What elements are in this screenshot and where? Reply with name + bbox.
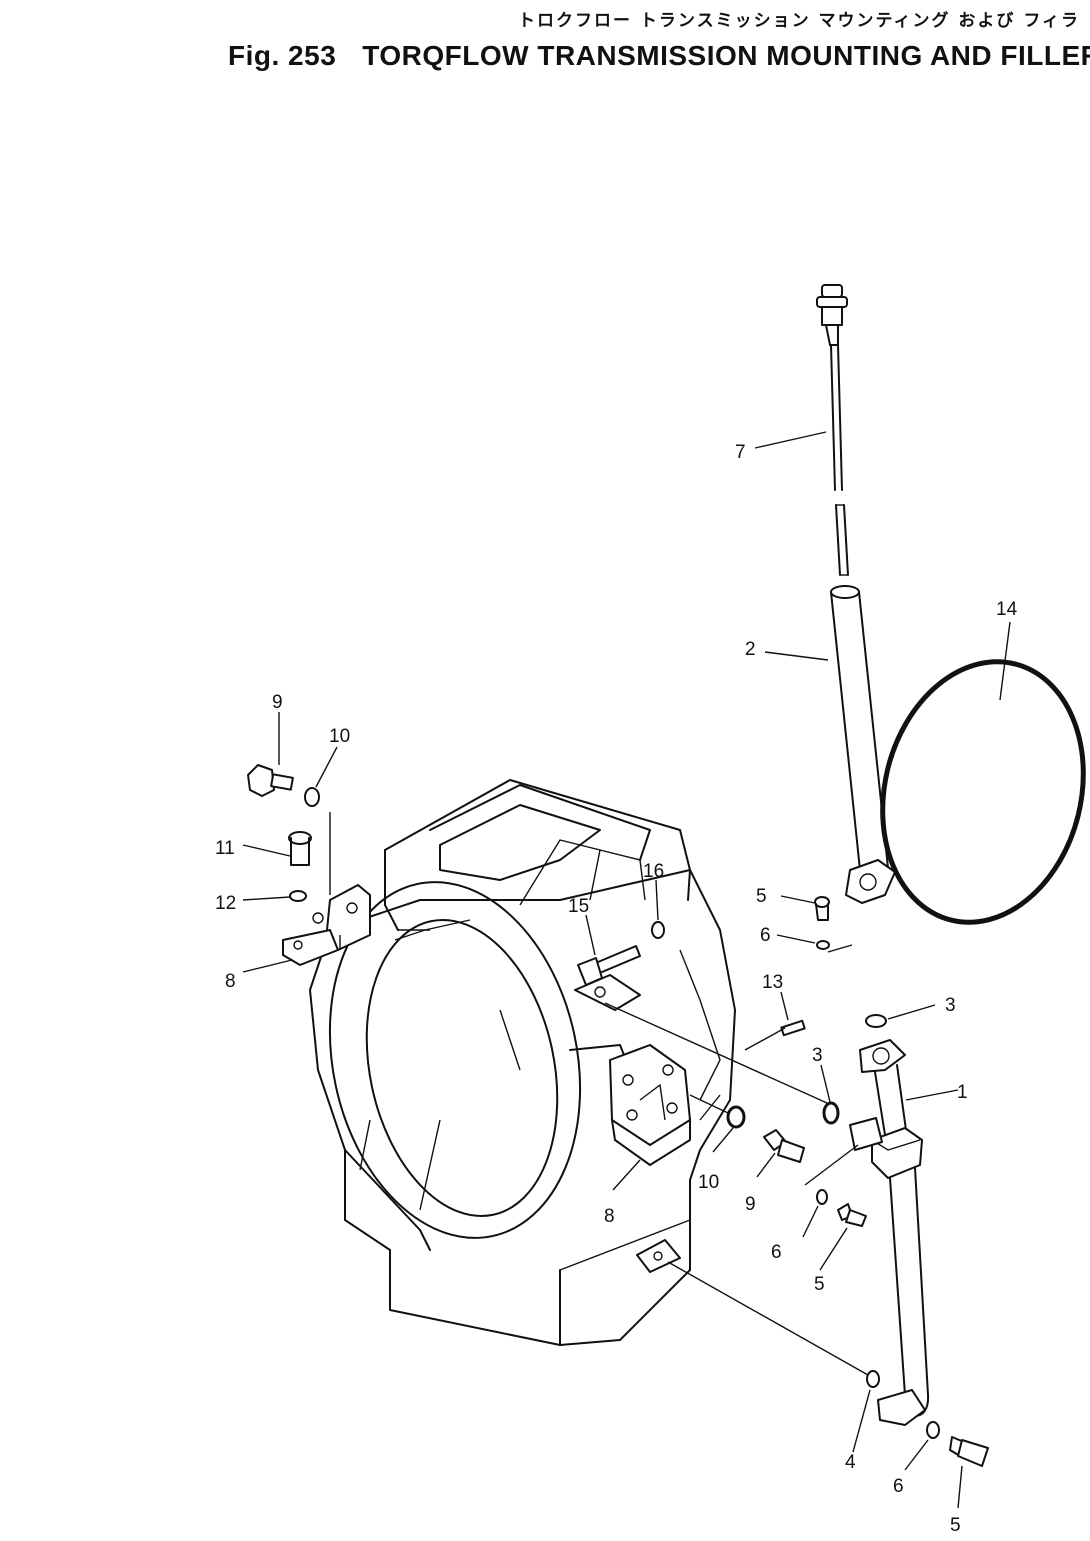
callout-3-upper: 3 (945, 995, 956, 1016)
pin-13 (780, 1019, 806, 1037)
callout-6-upper: 6 (760, 925, 771, 946)
bolt-9-top (247, 764, 294, 797)
figure-title-japanese: トロクフロー トランスミッション マウンティング および フィラ (518, 11, 1080, 31)
o-ring-3-upper (865, 1014, 887, 1028)
callout-14: 14 (996, 599, 1018, 620)
figure-title: Fig. 253 TORQFLOW TRANSMISSION MOUNTING A… (228, 40, 1090, 72)
callout-6-lower: 6 (771, 1242, 782, 1263)
o-ring-4 (866, 1370, 880, 1388)
washer-6-upper (816, 940, 830, 950)
bolt-5-bottom (949, 1436, 989, 1467)
callout-6-bottom: 6 (893, 1476, 904, 1497)
oil-pipe (849, 1039, 930, 1426)
callout-leaders (242, 431, 1011, 1509)
bolt-9-lower (763, 1129, 805, 1163)
callout-13: 13 (762, 972, 783, 993)
o-ring-large (880, 659, 1086, 925)
figure-title-english: TORQFLOW TRANSMISSION MOUNTING AND FILLE… (362, 40, 1090, 71)
washer-10-lower (726, 1105, 746, 1129)
callout-10-lower: 10 (698, 1172, 719, 1193)
o-ring-3-lower (822, 1101, 840, 1125)
bolt-15 (577, 945, 641, 986)
callout-15: 15 (568, 896, 589, 917)
callout-8-center: 8 (604, 1206, 615, 1227)
callout-4: 4 (845, 1452, 856, 1473)
mount-bracket-center (609, 1044, 691, 1166)
callout-1: 1 (957, 1082, 968, 1103)
callout-16: 16 (643, 861, 664, 882)
callout-2: 2 (745, 639, 756, 660)
callout-3-lower: 3 (812, 1045, 823, 1066)
mount-bracket-left (282, 884, 371, 966)
washer-10-top (304, 787, 320, 807)
bolt-11 (288, 831, 312, 866)
callout-5-upper: 5 (756, 886, 767, 907)
callout-7: 7 (735, 442, 746, 463)
callout-12: 12 (215, 893, 236, 914)
washer-6-lower (816, 1189, 828, 1205)
dipstick (816, 284, 849, 576)
bolt-5-lower (837, 1203, 867, 1227)
callout-5-lower: 5 (814, 1274, 825, 1295)
callout-5-bottom: 5 (950, 1515, 961, 1536)
figure-number: Fig. 253 (228, 40, 337, 71)
washer-12 (289, 890, 307, 902)
callout-labels: 7 2 14 9 10 11 12 8 15 16 5 6 13 3 3 1 1… (215, 442, 1018, 1536)
callout-9-lower: 9 (745, 1194, 756, 1215)
bolt-5-upper (814, 896, 830, 921)
callout-11: 11 (215, 838, 235, 859)
washer-6-bottom (926, 1421, 940, 1439)
filler-tube (830, 585, 896, 904)
callout-8-left: 8 (225, 971, 236, 992)
washer-16 (651, 921, 665, 939)
assembly-lines (329, 812, 869, 1376)
callout-9-top: 9 (272, 692, 283, 713)
callout-10-top: 10 (329, 726, 350, 747)
